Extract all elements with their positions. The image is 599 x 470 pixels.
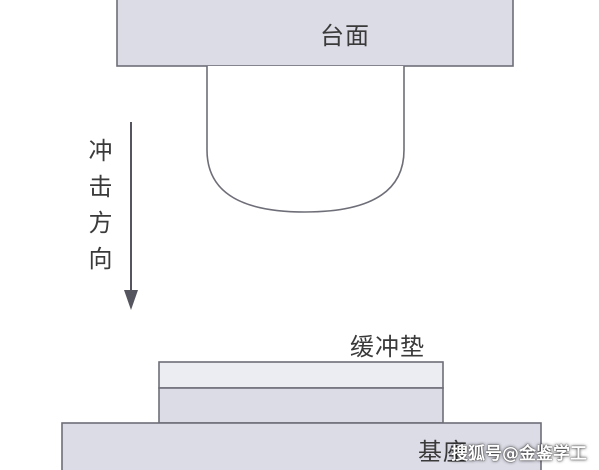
cushion-top-layer: [158, 361, 444, 389]
cushion-label: 缓冲垫: [350, 333, 425, 361]
impact-direction-label: 冲击方向: [84, 138, 112, 282]
watermark-text: 搜狐号@金鉴学工: [451, 444, 587, 464]
base-label: 基座: [418, 438, 468, 466]
impact-head: [206, 66, 405, 213]
cushion-bottom-layer: [158, 387, 444, 424]
table-label: 台面: [320, 22, 370, 50]
impact-direction-arrow-head: [124, 290, 138, 310]
table-block: [116, 0, 514, 67]
base-block: [61, 422, 542, 470]
